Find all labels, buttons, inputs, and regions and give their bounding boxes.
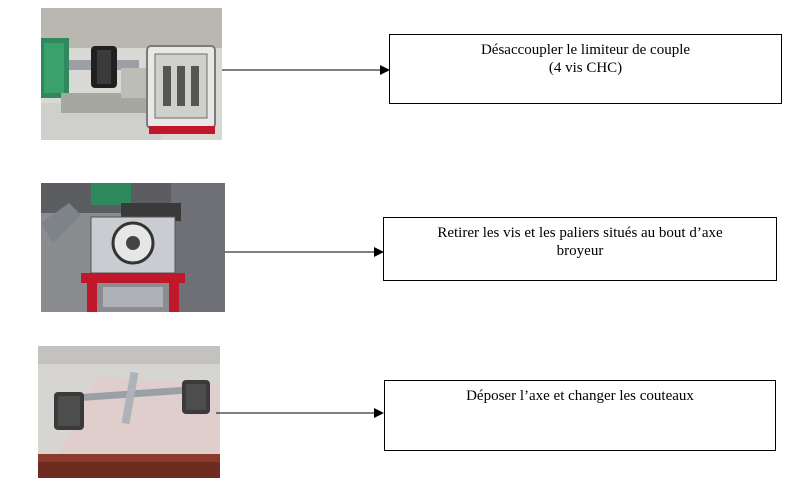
- arrow-step-3: [216, 407, 384, 419]
- shaft-cutters-photo: [38, 346, 220, 478]
- shaft-bearing-photo: [41, 183, 225, 312]
- step-3-instruction-box: Déposer l’axe et changer les couteaux: [384, 380, 776, 451]
- step-1-line-2: (4 vis CHC): [548, 60, 623, 76]
- step-1-instruction-box: Désaccoupler le limiteur de couple (4 vi…: [389, 34, 782, 104]
- motor-coupling-photo: [41, 8, 222, 140]
- step-1-line-1: Désaccoupler le limiteur de couple: [480, 42, 691, 58]
- arrow-step-2: [225, 246, 384, 258]
- step-2-line-2: broyeur: [556, 243, 604, 259]
- arrow-step-1: [222, 64, 390, 76]
- step-2-line-1: Retirer les vis et les paliers situés au…: [437, 225, 723, 241]
- step-2-instruction-box: Retirer les vis et les paliers situés au…: [383, 217, 777, 281]
- step-3-line-1: Déposer l’axe et changer les couteaux: [466, 388, 694, 404]
